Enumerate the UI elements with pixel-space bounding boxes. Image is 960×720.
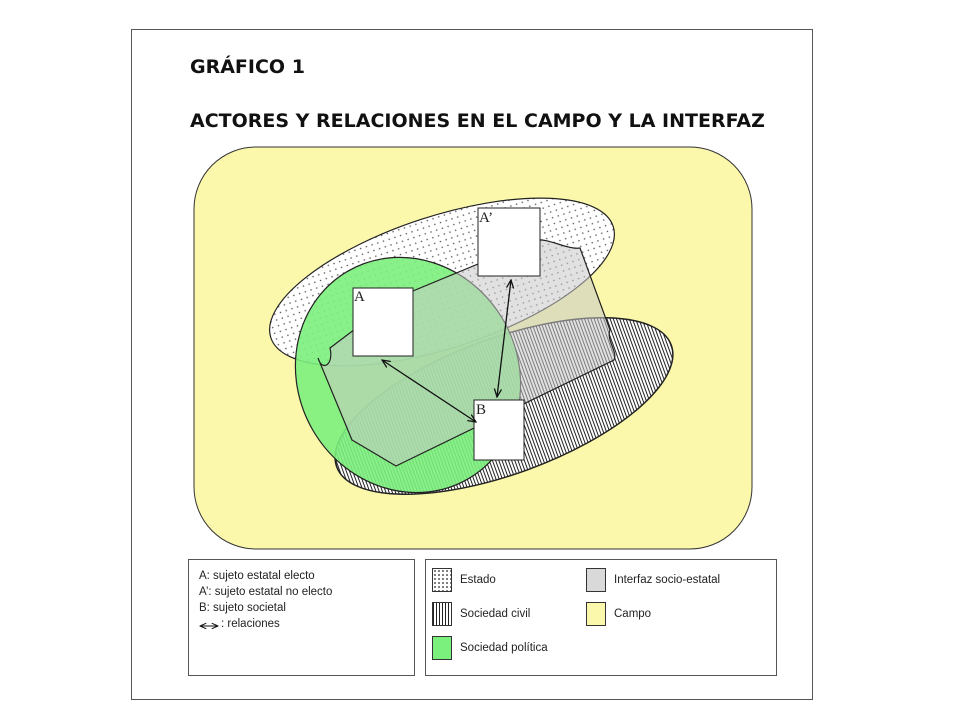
actors-legend: A: sujeto estatal electo A’: sujeto esta… — [188, 559, 415, 676]
legend-sociedad-civil-label: Sociedad civil — [460, 608, 531, 620]
legend-sociedad-politica-label: Sociedad política — [460, 642, 548, 654]
chart-title: ACTORES Y RELACIONES EN EL CAMPO Y LA IN… — [190, 110, 765, 132]
actor-a-box — [352, 287, 414, 357]
legend-sociedad-politica: Sociedad política — [432, 636, 548, 660]
estado-swatch — [432, 568, 452, 592]
legend-campo-label: Campo — [614, 608, 652, 620]
sociedad-politica-swatch — [432, 636, 452, 660]
legend-estado-label: Estado — [460, 574, 496, 586]
legend-actor-a: A: sujeto estatal electo — [199, 570, 315, 582]
relation-aprime-b-arrow — [497, 280, 511, 397]
interfaz-swatch — [586, 568, 606, 592]
sociedad-civil-swatch — [432, 602, 452, 626]
legend-sociedad-civil: Sociedad civil — [432, 602, 530, 626]
legend-interfaz: Interfaz socio-estatal — [586, 568, 720, 592]
actor-b-label: B — [476, 402, 487, 418]
legend-actor-a-prime: A’: sujeto estatal no electo — [199, 586, 333, 598]
legend-relations: : relaciones — [221, 618, 280, 630]
legend-campo: Campo — [586, 602, 651, 626]
actor-a-prime-label: A’ — [479, 210, 494, 226]
chart-number: GRÁFICO 1 — [190, 56, 305, 78]
relation-a-b-arrow — [382, 360, 476, 422]
areas-legend: Estado Sociedad civil Sociedad política … — [425, 559, 777, 676]
campo-swatch — [586, 602, 606, 626]
legend-estado: Estado — [432, 568, 496, 592]
actor-a-prime-box — [477, 207, 541, 277]
legend-actor-b: B: sujeto societal — [199, 602, 286, 614]
actor-a-label: A — [354, 289, 365, 305]
legend-interfaz-label: Interfaz socio-estatal — [614, 574, 721, 586]
actor-b-box — [473, 399, 525, 461]
